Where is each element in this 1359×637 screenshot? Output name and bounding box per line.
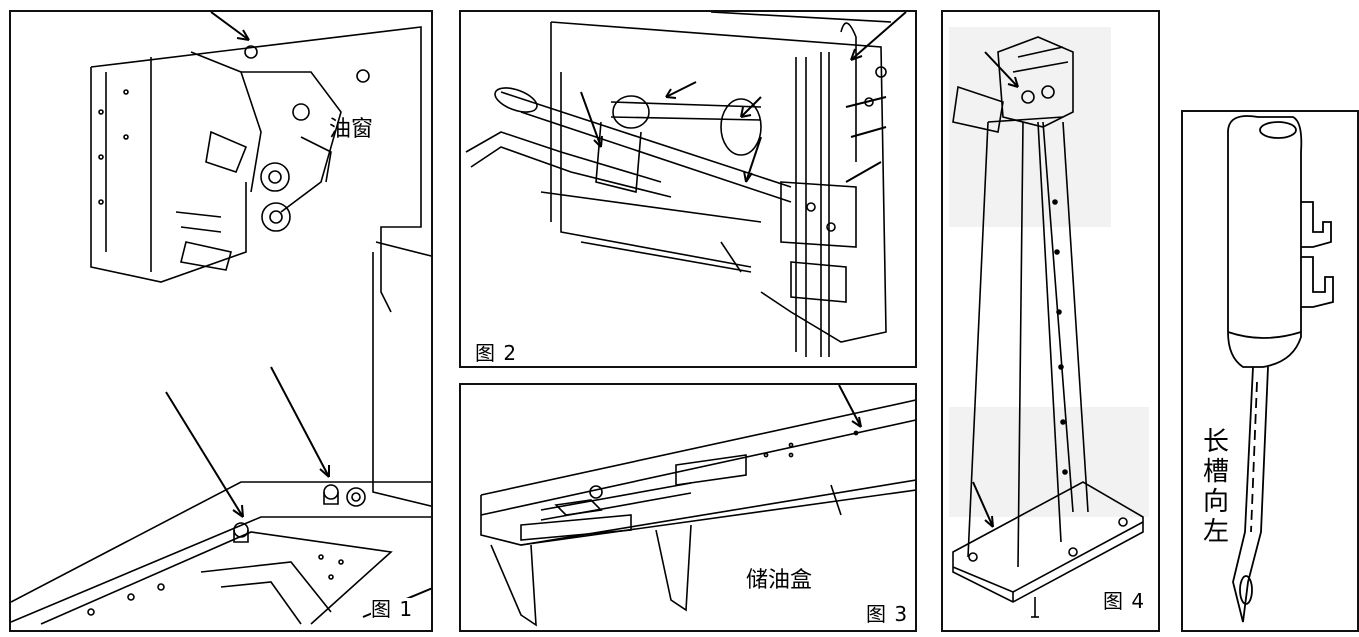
needle-illustration (1227, 115, 1334, 623)
figure-1-illustration (11, 12, 431, 625)
long-groove-char-2: 槽 (1202, 457, 1229, 487)
figure-4-panel: 图 4 (941, 10, 1160, 632)
figure-4-illustration (949, 27, 1149, 618)
figure-5-panel: 长 槽 向 左 (1181, 110, 1359, 632)
figure-1-panel: 油窗 图 1 (9, 10, 433, 632)
oil-window-label: 油窗 (329, 117, 374, 142)
figure-4-caption: 图 4 (1103, 589, 1146, 613)
figure-3-illustration (480, 385, 915, 627)
long-groove-char-1: 长 (1202, 427, 1229, 457)
long-groove-char-4: 左 (1202, 517, 1229, 547)
figure-2-panel: 图 2 (459, 10, 917, 368)
figure-1-caption: 图 1 (371, 597, 414, 621)
figure-3-panel: 储油盒 图 3 (459, 383, 917, 632)
figure-2-illustration (465, 12, 907, 357)
oil-reservoir-label: 储油盒 (746, 568, 813, 593)
long-groove-char-3: 向 (1202, 487, 1229, 517)
figure-3-caption: 图 3 (866, 602, 909, 626)
figure-2-caption: 图 2 (475, 341, 518, 365)
